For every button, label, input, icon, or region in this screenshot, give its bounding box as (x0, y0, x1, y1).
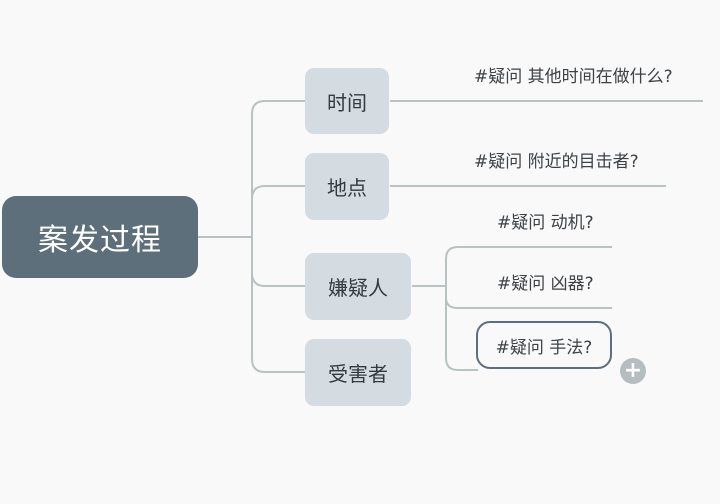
topic-victim[interactable]: 受害者 (305, 339, 411, 406)
topic-time[interactable]: 时间 (305, 68, 389, 134)
subtopic-place-question[interactable]: #疑问 附近的目击者? (474, 152, 639, 172)
connector-suspect (251, 237, 305, 287)
subtopic-weapon-question[interactable]: #疑问 凶器? (497, 274, 594, 294)
subtopic-motive-question[interactable]: #疑问 动机? (497, 213, 594, 233)
topic-place[interactable]: 地点 (305, 153, 389, 220)
subtopic-method-label: #疑问 手法? (495, 337, 593, 358)
subtopic-method-question-selected[interactable]: #疑问 手法? (476, 321, 612, 369)
topic-suspect[interactable]: 嫌疑人 (305, 253, 411, 320)
connector-motive (445, 246, 612, 286)
central-topic[interactable]: 案发过程 (2, 196, 198, 278)
subtopic-time-question[interactable]: #疑问 其他时间在做什么? (474, 67, 673, 87)
connector-place (251, 185, 305, 237)
connector-time (251, 100, 305, 237)
connector-victim (251, 237, 305, 373)
add-topic-button[interactable]: + (620, 358, 646, 384)
connector-method (445, 286, 478, 371)
